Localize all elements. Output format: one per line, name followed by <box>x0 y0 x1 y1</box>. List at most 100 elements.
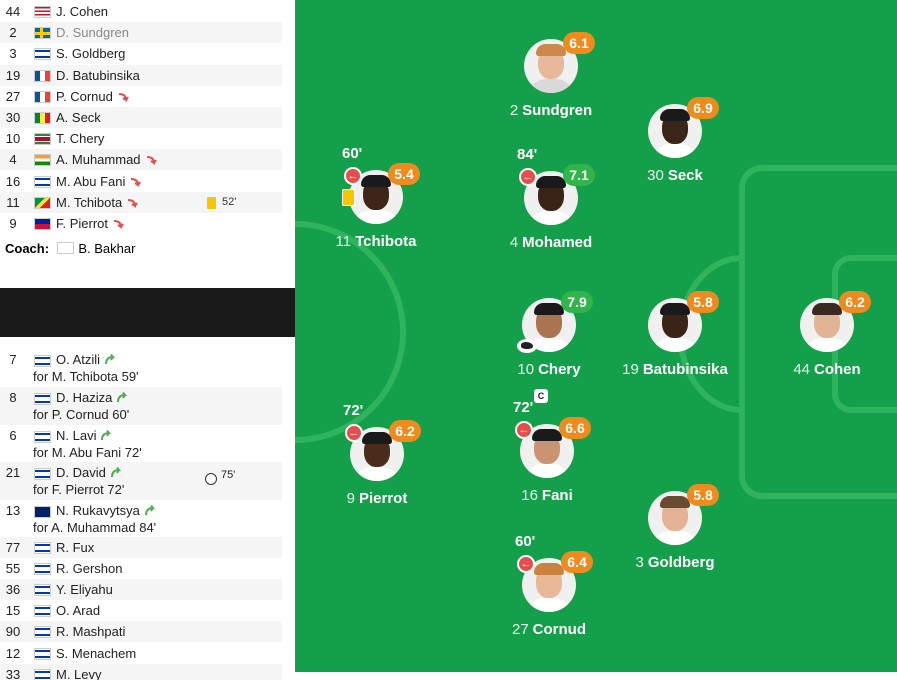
substitute-row[interactable]: 21 D. David for F. Pierrot 72' 75' <box>0 462 282 501</box>
coach-name[interactable]: B. Bakhar <box>78 241 136 256</box>
sub-out-arrow-icon <box>113 220 124 229</box>
player-name[interactable]: S. Goldberg <box>56 46 126 62</box>
lineup-list: 44 J. Cohen 2 D. Sundgren 3 S. Goldberg … <box>0 0 295 680</box>
player-name[interactable]: N. Rukavytsya <box>56 503 156 519</box>
player-name[interactable]: R. Gershon <box>56 561 123 577</box>
player-name[interactable]: O. Atzili <box>56 352 116 368</box>
player-name[interactable]: N. Lavi <box>56 428 112 444</box>
bench-row[interactable]: 33 M. Levy <box>0 663 282 680</box>
player-number: 12 <box>5 645 21 661</box>
bench-row[interactable]: 12 S. Menachem <box>0 643 282 664</box>
player-name[interactable]: D. Sundgren <box>56 25 129 41</box>
starter-row[interactable]: 27 P. Cornud <box>0 86 282 107</box>
player-number: 27 <box>5 88 21 104</box>
player-name[interactable]: D. David <box>56 465 122 481</box>
flag-icon <box>34 506 51 519</box>
substitute-row[interactable]: 6 N. Lavi for M. Abu Fani 72' <box>0 425 282 463</box>
bench-row[interactable]: 36 Y. Eliyahu <box>0 579 282 601</box>
player-number: 8 <box>9 389 17 405</box>
starter-row[interactable]: 44 J. Cohen <box>0 1 282 22</box>
starter-row[interactable]: 10 T. Chery <box>0 128 282 149</box>
player-name[interactable]: Y. Eliyahu <box>56 582 113 598</box>
player-name[interactable]: M. Levy <box>56 666 102 680</box>
player-name[interactable]: D. Haziza <box>56 390 128 406</box>
player-number: 2 <box>9 25 17 41</box>
flag-icon <box>34 133 51 146</box>
starter-row[interactable]: 4 A. Muhammad <box>0 149 282 171</box>
player-number: 16 <box>5 173 21 189</box>
starter-row[interactable]: 30 A. Seck <box>0 107 282 128</box>
player-number: 90 <box>5 624 21 640</box>
player-name[interactable]: P. Cornud <box>56 86 129 107</box>
sub-minute: 84' <box>517 146 538 163</box>
player-name[interactable]: A. Muhammad <box>56 149 157 170</box>
bench-row[interactable]: 90 R. Mashpati <box>0 621 282 643</box>
starter-row[interactable]: 11 M. Tchibota 52' <box>0 191 282 213</box>
sub-off-icon: ← <box>345 424 363 442</box>
player-name[interactable]: D. Batubinsika <box>56 67 140 83</box>
substitute-row[interactable]: 8 D. Haziza for P. Cornud 60' <box>0 386 282 425</box>
yellow-card-icon <box>207 196 216 209</box>
captain-badge: C <box>534 389 548 403</box>
starter-row[interactable]: 3 S. Goldberg <box>0 43 282 64</box>
player-number: 15 <box>5 603 21 619</box>
player-name[interactable]: T. Chery <box>56 131 105 147</box>
starter-row[interactable]: 2 D. Sundgren <box>0 22 282 44</box>
flag-icon <box>34 542 51 554</box>
bench-row[interactable]: 15 O. Arad <box>0 600 282 621</box>
starter-row[interactable]: 16 M. Abu Fani <box>0 171 282 192</box>
substitute-row[interactable]: 13 N. Rukavytsya for A. Muhammad 84' <box>0 500 282 538</box>
player-number: 21 <box>5 465 21 481</box>
bench-row[interactable]: 77 R. Fux <box>0 537 282 558</box>
card-minute: 52' <box>222 195 237 208</box>
player-name[interactable]: R. Fux <box>56 540 95 555</box>
rating-badge: 5.8 <box>687 291 719 313</box>
player-number: 3 <box>9 46 17 62</box>
flag-icon <box>34 355 51 367</box>
player-name[interactable]: J. Cohen <box>56 4 109 19</box>
substitute-row[interactable]: 7 O. Atzili for M. Tchibota 59' <box>0 349 282 387</box>
sub-off-icon: ← <box>344 167 362 185</box>
sub-in-arrow-icon <box>144 505 155 516</box>
player-name[interactable]: M. Tchibota <box>56 192 139 213</box>
flag-icon <box>34 218 51 230</box>
player-number: 6 <box>9 427 17 443</box>
rating-badge: 6.2 <box>389 420 421 442</box>
player-number: 9 <box>9 216 17 231</box>
sub-for-text: for F. Pierrot 72' <box>33 482 125 498</box>
flag-icon <box>34 605 51 618</box>
player-name[interactable]: O. Arad <box>56 603 101 619</box>
player-name[interactable]: S. Menachem <box>56 645 137 661</box>
player-name[interactable]: A. Seck <box>56 110 101 125</box>
starter-row[interactable]: 9 F. Pierrot <box>0 213 282 234</box>
bench-row[interactable]: 55 R. Gershon <box>0 558 282 579</box>
player-name[interactable]: F. Pierrot <box>56 213 124 234</box>
starter-row[interactable]: 19 D. Batubinsika <box>0 64 282 86</box>
player-name[interactable]: R. Mashpati <box>56 624 126 640</box>
flag-icon <box>34 468 51 481</box>
player-name[interactable]: M. Abu Fani <box>56 171 142 192</box>
sub-out-arrow-icon <box>128 198 139 208</box>
